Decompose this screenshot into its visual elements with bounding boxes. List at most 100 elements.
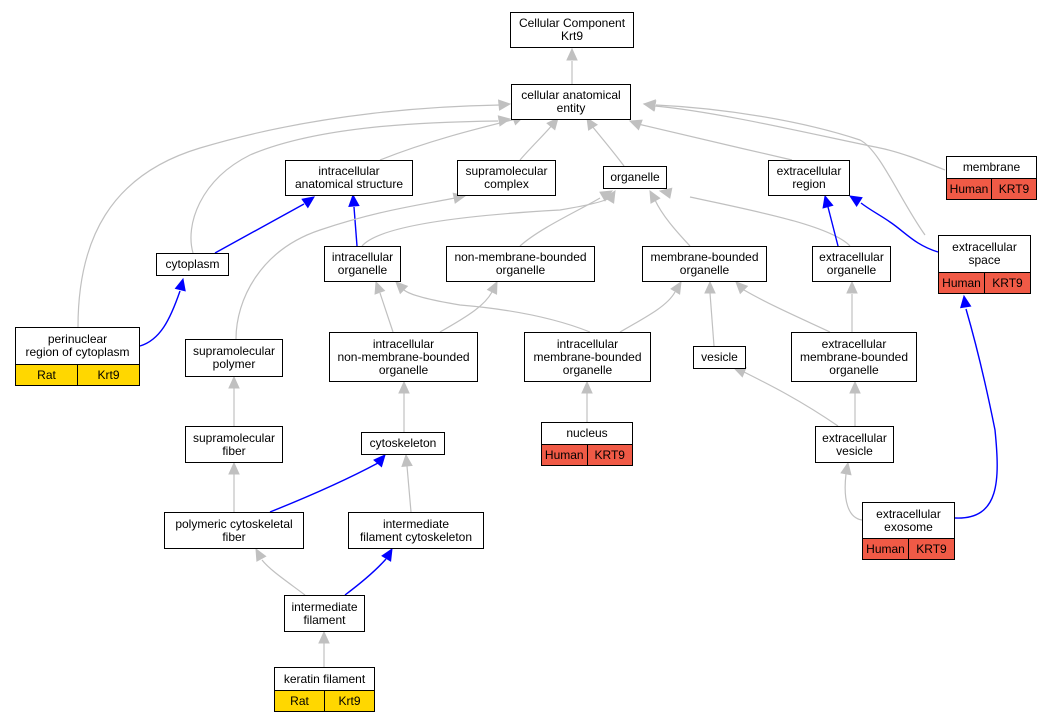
node-extracellular-region[interactable]: extracellular region xyxy=(768,160,850,196)
gray-edge xyxy=(406,465,412,513)
gray-edge xyxy=(519,197,601,247)
arrowhead xyxy=(486,280,498,295)
node-label: cytoskeleton xyxy=(369,436,437,450)
gray-edge xyxy=(637,123,793,161)
node-extracellular-membrane-bounded-organelle[interactable]: extracellular membrane-bounded organelle xyxy=(791,332,917,382)
arrowhead xyxy=(628,119,643,131)
gray-edge xyxy=(743,289,831,333)
blue-edge xyxy=(827,206,839,247)
node-extracellular-exosome[interactable]: extracellular exosome Human KRT9 xyxy=(862,502,955,560)
arrowhead xyxy=(704,280,716,294)
blue-edge xyxy=(954,308,998,519)
node-perinuclear-region-of-cytoplasm[interactable]: perinuclear region of cytoplasm Rat Krt9 xyxy=(15,327,140,386)
node-supramolecular-complex[interactable]: supramolecular complex xyxy=(457,160,556,196)
arrowhead xyxy=(848,195,863,208)
gray-edge xyxy=(361,195,613,247)
arrowhead xyxy=(228,375,240,389)
arrowhead xyxy=(642,99,656,111)
node-label: supramolecular fiber xyxy=(192,430,276,458)
node-organelle[interactable]: organelle xyxy=(603,166,667,189)
gray-edge xyxy=(655,104,926,236)
arrowhead xyxy=(735,281,749,295)
node-intracellular-anatomical-structure[interactable]: intracellular anatomical structure xyxy=(285,160,413,196)
gene-tag: KRT9 xyxy=(984,273,1030,293)
node-cellular-component[interactable]: Cellular Component Krt9 xyxy=(510,12,634,48)
annotation-tags: Rat Krt9 xyxy=(16,364,139,385)
node-label: intracellular membrane-bounded organelle xyxy=(533,336,642,377)
species-tag: Rat xyxy=(37,368,56,382)
node-label: extracellular organelle xyxy=(819,250,884,277)
node-label: perinuclear region of cytoplasm xyxy=(25,332,130,359)
annotation-tags: Human KRT9 xyxy=(947,178,1036,199)
gray-edge xyxy=(439,291,493,333)
node-cytoskeleton[interactable]: cytoskeleton xyxy=(361,432,445,455)
arrowhead xyxy=(497,115,512,127)
node-label: keratin filament xyxy=(283,671,366,686)
node-membrane-bounded-organelle[interactable]: membrane-bounded organelle xyxy=(642,246,767,282)
node-label: extracellular vesicle xyxy=(822,430,887,458)
gray-edge xyxy=(591,125,625,167)
arrowhead xyxy=(348,193,360,207)
arrowhead xyxy=(581,380,593,394)
node-label: cellular anatomical entity xyxy=(521,88,621,115)
arrowhead xyxy=(401,453,413,467)
arrowhead xyxy=(566,47,578,61)
node-non-membrane-bounded-organelle[interactable]: non-membrane-bounded organelle xyxy=(446,246,595,282)
node-label: intermediate filament xyxy=(291,599,358,627)
blue-edge xyxy=(353,206,358,247)
node-cytoplasm[interactable]: cytoplasm xyxy=(156,253,229,276)
gray-edge xyxy=(190,120,499,254)
annotation-tags: Human KRT9 xyxy=(863,538,954,559)
species-tag: Human xyxy=(544,448,584,462)
node-label: supramolecular complex xyxy=(465,164,548,191)
node-supramolecular-polymer[interactable]: supramolecular polymer xyxy=(185,339,283,377)
arrowhead xyxy=(374,280,386,295)
gray-edge xyxy=(379,292,394,333)
species-tag: Human xyxy=(949,182,989,196)
node-vesicle[interactable]: vesicle xyxy=(693,346,746,369)
node-label: extracellular membrane-bounded organelle xyxy=(799,336,909,377)
node-extracellular-organelle[interactable]: extracellular organelle xyxy=(812,246,891,282)
gray-edge xyxy=(403,289,591,333)
node-keratin-filament[interactable]: keratin filament Rat Krt9 xyxy=(274,667,375,712)
node-supramolecular-fiber[interactable]: supramolecular fiber xyxy=(185,426,283,463)
node-label: supramolecular polymer xyxy=(192,344,276,371)
arrowhead xyxy=(599,190,614,202)
node-intracellular-non-membrane-bounded-organelle[interactable]: intracellular non-membrane-bounded organ… xyxy=(329,332,478,382)
node-label: membrane xyxy=(962,160,1021,174)
gene-tag: Krt9 xyxy=(77,365,139,385)
arrowhead xyxy=(822,194,834,209)
arrowhead xyxy=(840,461,852,476)
blue-edge xyxy=(269,462,379,513)
arrowhead xyxy=(960,294,972,309)
node-intermediate-filament[interactable]: intermediate filament xyxy=(284,595,365,632)
node-extracellular-vesicle[interactable]: extracellular vesicle xyxy=(815,426,894,463)
arrowhead xyxy=(398,380,410,394)
annotation-tags: Human KRT9 xyxy=(542,444,632,465)
blue-edge xyxy=(860,202,939,253)
node-intermediate-filament-cytoskeleton[interactable]: intermediate filament cytoskeleton xyxy=(348,512,484,549)
node-nucleus[interactable]: nucleus Human KRT9 xyxy=(541,422,633,466)
node-label: Cellular Component Krt9 xyxy=(518,16,626,43)
arrowhead xyxy=(546,117,559,131)
gray-edge xyxy=(709,292,715,347)
node-intracellular-organelle[interactable]: intracellular organelle xyxy=(324,246,401,282)
gene-tag: KRT9 xyxy=(991,179,1036,199)
node-label: extracellular exosome xyxy=(876,506,941,534)
arrowhead xyxy=(849,380,861,394)
node-extracellular-space[interactable]: extracellular space Human KRT9 xyxy=(938,235,1031,294)
node-label: extracellular space xyxy=(952,240,1017,267)
gray-edge xyxy=(654,199,691,247)
arrowhead xyxy=(670,280,682,295)
species-tag: Rat xyxy=(290,694,309,708)
node-label: intracellular non-membrane-bounded organ… xyxy=(337,336,470,377)
arrowhead xyxy=(228,461,240,475)
node-cellular-anatomical-entity[interactable]: cellular anatomical entity xyxy=(511,84,631,120)
node-polymeric-cytoskeletal-fiber[interactable]: polymeric cytoskeletal fiber xyxy=(164,512,304,549)
node-membrane[interactable]: membrane Human KRT9 xyxy=(946,156,1037,200)
node-intracellular-membrane-bounded-organelle[interactable]: intracellular membrane-bounded organelle xyxy=(524,332,651,382)
arrowhead xyxy=(301,196,315,209)
gene-tag: Krt9 xyxy=(324,691,374,711)
